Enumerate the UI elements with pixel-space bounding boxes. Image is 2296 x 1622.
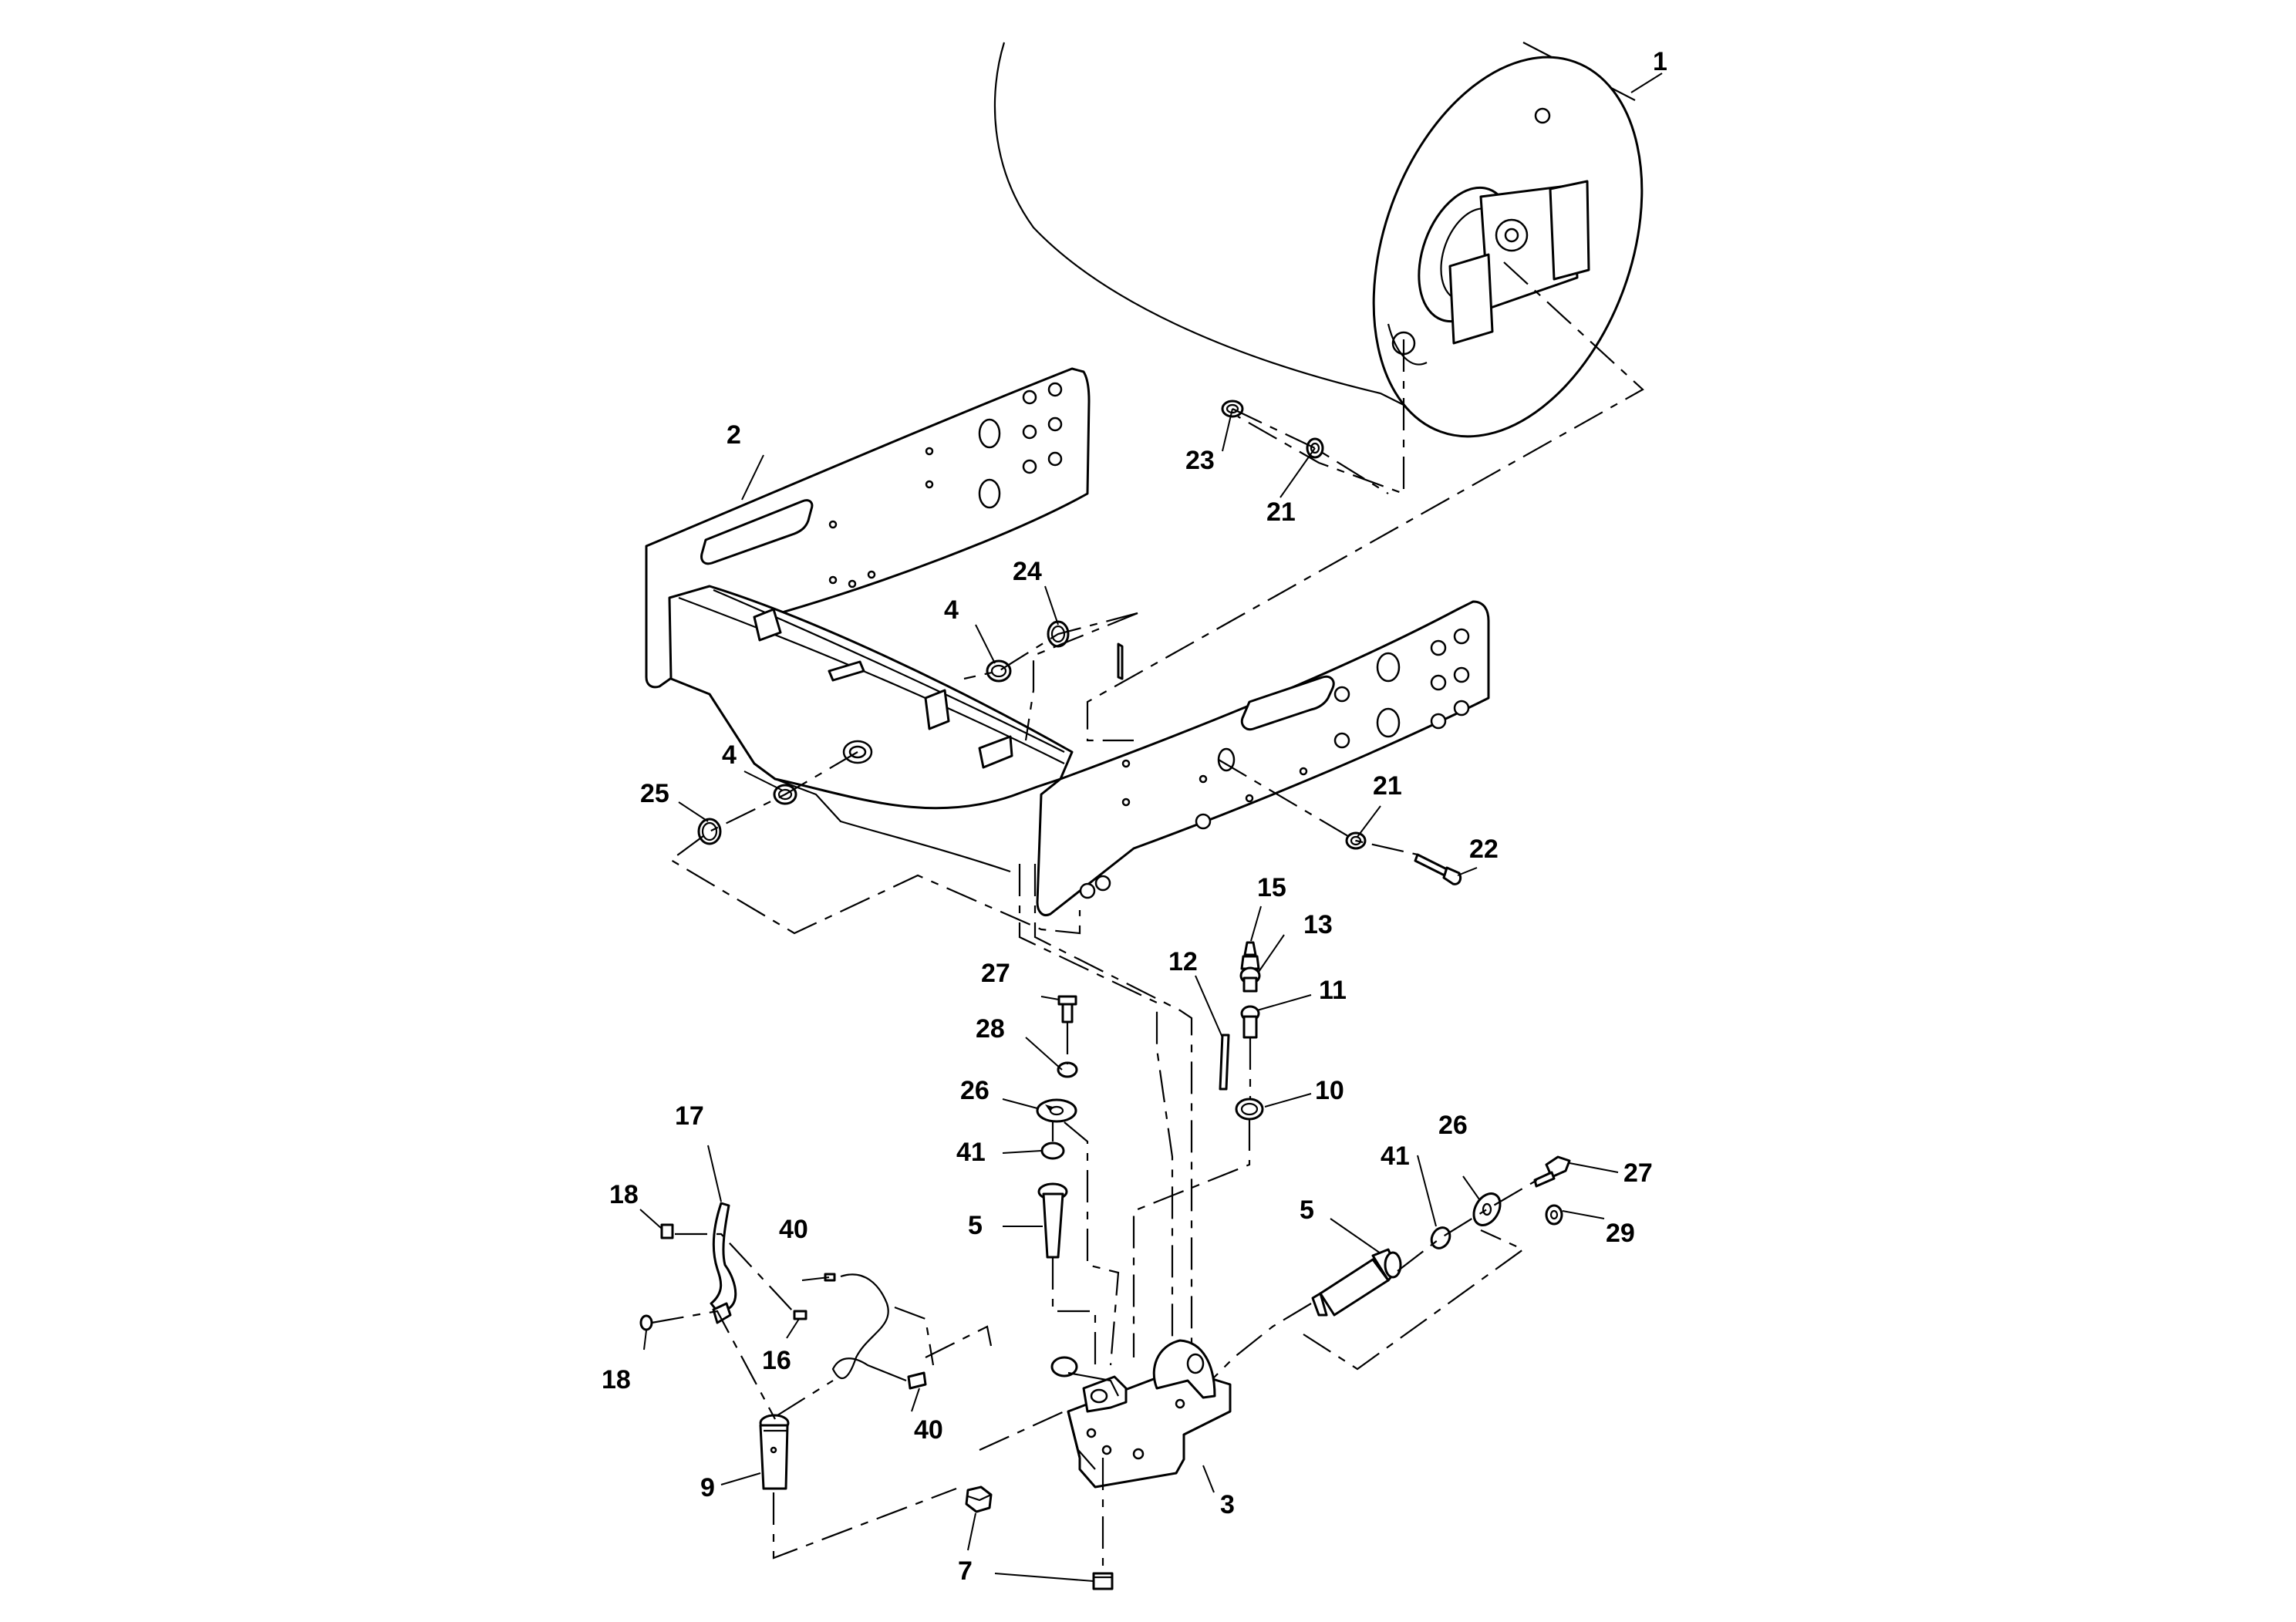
callout-labels: 1 2 23 21 24 4 4 25 21 22 15 13 12 11 27…: [602, 47, 1667, 1586]
callout-3: 3: [1220, 1490, 1235, 1519]
callout-7: 7: [958, 1556, 973, 1586]
callout-17: 17: [675, 1101, 704, 1131]
callout-24: 24: [1013, 557, 1042, 586]
callout-11: 11: [1319, 976, 1347, 1005]
callout-18-lower: 18: [602, 1365, 631, 1394]
callout-5-lower: 5: [1300, 1195, 1314, 1225]
callout-4-upper: 4: [944, 595, 959, 625]
callout-41-upper: 41: [956, 1138, 986, 1167]
frame-assembly: [645, 367, 1490, 916]
lock-pin-assembly: [639, 1202, 1065, 1560]
grease-fitting-parts: [1132, 941, 1264, 1357]
callout-26-upper: 26: [960, 1076, 990, 1105]
callout-21-lower: 21: [1373, 771, 1402, 801]
horizontal-pin-stack: [1210, 1155, 1571, 1381]
callout-2: 2: [727, 420, 741, 450]
base-bracket: [1050, 1339, 1232, 1489]
callout-16: 16: [762, 1346, 791, 1375]
callout-21-upper: 21: [1266, 497, 1296, 527]
beam-brackets: [753, 608, 1124, 769]
callout-29: 29: [1606, 1219, 1635, 1248]
vertical-pin-stack: [1036, 995, 1120, 1373]
callout-40-lower: 40: [914, 1415, 943, 1445]
callout-25: 25: [640, 779, 669, 808]
callout-28: 28: [976, 1014, 1005, 1044]
nuts: [965, 1458, 1114, 1590]
callout-9: 9: [700, 1473, 715, 1502]
drum-assembly: [993, 42, 1644, 438]
callout-22: 22: [1469, 835, 1499, 864]
callout-27-lower: 27: [1623, 1158, 1653, 1188]
callout-18-upper: 18: [609, 1180, 639, 1209]
callout-23: 23: [1185, 446, 1215, 475]
callout-15: 15: [1257, 873, 1286, 902]
callout-5-upper: 5: [968, 1211, 983, 1240]
callout-41-lower: 41: [1381, 1141, 1410, 1171]
callout-12: 12: [1168, 947, 1198, 976]
callout-27-upper: 27: [981, 959, 1010, 988]
callout-1: 1: [1653, 47, 1667, 76]
callout-10: 10: [1315, 1076, 1344, 1105]
leader-lines: [639, 73, 1663, 1582]
callout-40-upper: 40: [779, 1215, 808, 1244]
callout-13: 13: [1303, 910, 1333, 939]
callout-4-lower: 4: [722, 740, 737, 770]
callout-26-lower: 26: [1438, 1111, 1468, 1140]
